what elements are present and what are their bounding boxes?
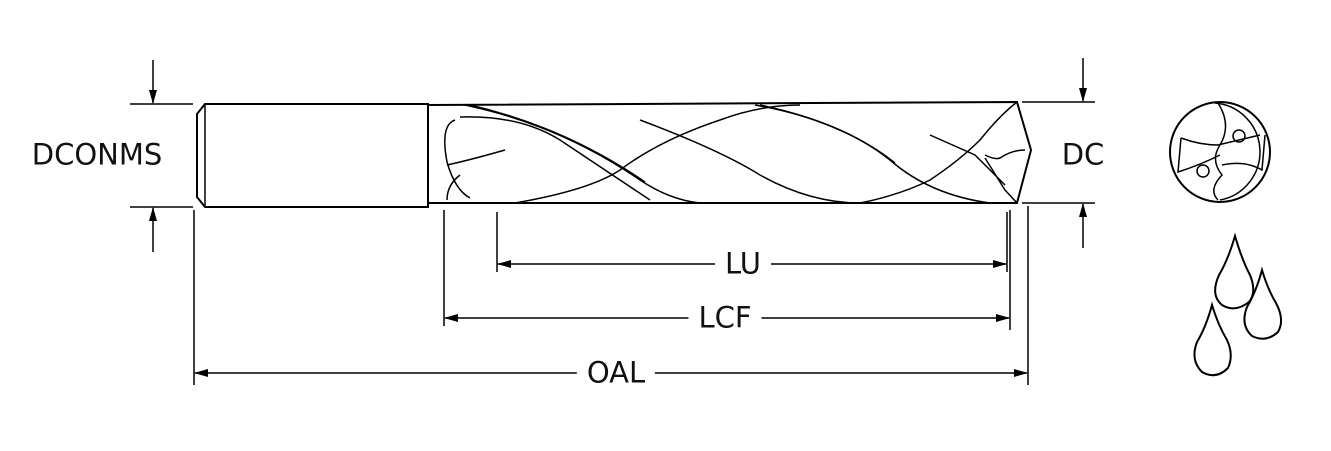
- lcf-label: LCF: [688, 303, 762, 333]
- lcf-dimension: [443, 210, 1011, 330]
- coolant-drops-icon: [1193, 232, 1282, 377]
- oal-dimension: [193, 206, 1029, 385]
- lu-dimension: [496, 212, 1008, 272]
- dconms-dimension: [130, 60, 193, 252]
- dconms-label: DCONMS: [31, 137, 163, 172]
- drill-fluted-body: [427, 100, 1033, 204]
- dc-label: DC: [1051, 140, 1115, 170]
- drill-cross-section-icon: [1169, 101, 1271, 203]
- oal-label: OAL: [576, 358, 656, 388]
- drill-shank: [196, 103, 429, 208]
- lu-label: LU: [715, 249, 771, 279]
- dc-dimension: [1022, 58, 1095, 248]
